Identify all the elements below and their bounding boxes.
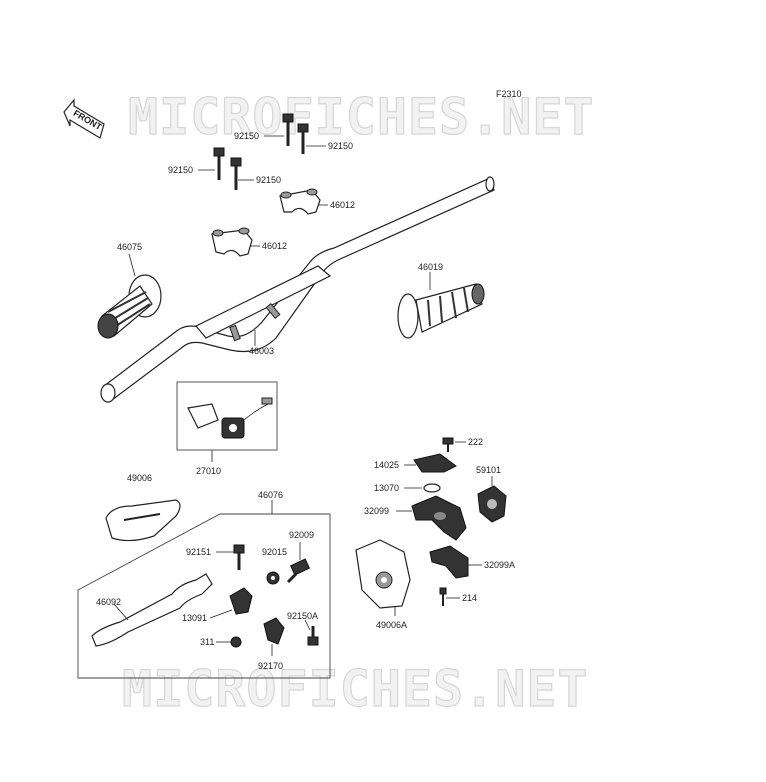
label-46076: 46076 (258, 490, 283, 500)
grip-46019-icon (397, 283, 485, 339)
bolt-92150-b-icon (297, 123, 309, 154)
label-92150-c: 92150 (168, 165, 193, 175)
label-46075: 46075 (117, 242, 142, 252)
label-46092: 46092 (96, 597, 121, 607)
label-92015: 92015 (262, 547, 287, 557)
housing-32099-icon (411, 495, 467, 541)
clamp-46012-a-icon (279, 188, 321, 215)
adjuster-92009-icon (286, 558, 311, 584)
switch-assembly-box (176, 381, 278, 451)
label-32099: 32099 (364, 506, 389, 516)
bolt-92150A-icon (307, 626, 319, 646)
label-59101: 59101 (476, 465, 501, 475)
screw-214-icon (439, 587, 447, 606)
bolt-92150-c-icon (213, 147, 225, 180)
holder-13091-icon (229, 587, 253, 615)
label-46012-a: 46012 (330, 200, 355, 210)
label-222: 222 (468, 437, 483, 447)
housing-32099A-icon (429, 545, 469, 579)
grip-46075-icon (97, 274, 162, 339)
label-92150-a: 92150 (234, 131, 259, 141)
throttle-59101-icon (477, 485, 507, 523)
figure-code: F2310 (496, 89, 522, 99)
cover-49006A-icon (355, 539, 411, 609)
label-32099A: 32099A (484, 560, 515, 570)
label-92150-d: 92150 (256, 175, 281, 185)
label-49006A: 49006A (376, 620, 407, 630)
label-27010: 27010 (196, 466, 221, 476)
clamp-46012-b-icon (211, 227, 253, 257)
bolt-92150-d-icon (230, 157, 242, 190)
watermark-top: MICROFICHES.NET (128, 88, 595, 146)
label-92150-b: 92150 (328, 141, 353, 151)
screw-222-icon (442, 437, 454, 452)
label-46012-b: 46012 (262, 241, 287, 251)
label-214: 214 (462, 593, 477, 603)
label-46019: 46019 (418, 262, 443, 272)
kill-switch-27010-icon (187, 397, 273, 439)
handlebar-46003-icon (100, 176, 495, 403)
label-14025: 14025 (374, 460, 399, 470)
nut-92015-icon (266, 571, 280, 585)
watermark-bottom: MICROFICHES.NET (122, 660, 589, 718)
lever-46092-icon (91, 573, 213, 647)
clutch-assembly-box (77, 513, 331, 679)
label-92150A: 92150A (287, 611, 318, 621)
bolt-92151-icon (233, 544, 245, 570)
cover-14025-icon (413, 453, 457, 473)
label-92170: 92170 (258, 661, 283, 671)
ring-13070-icon (423, 483, 441, 493)
label-13070: 13070 (374, 483, 399, 493)
bolt-92150-a-icon (282, 113, 294, 146)
clamp-92170-icon (263, 617, 285, 645)
label-92151: 92151 (186, 547, 211, 557)
label-311: 311 (200, 637, 214, 647)
lever-cover-49006-icon (105, 499, 181, 542)
front-arrow-icon: FRONT (63, 98, 105, 139)
label-92009: 92009 (289, 530, 314, 540)
label-46003: 46003 (249, 346, 274, 356)
label-13091: 13091 (182, 613, 207, 623)
label-49006: 49006 (127, 473, 152, 483)
nut-311-icon (230, 636, 242, 648)
